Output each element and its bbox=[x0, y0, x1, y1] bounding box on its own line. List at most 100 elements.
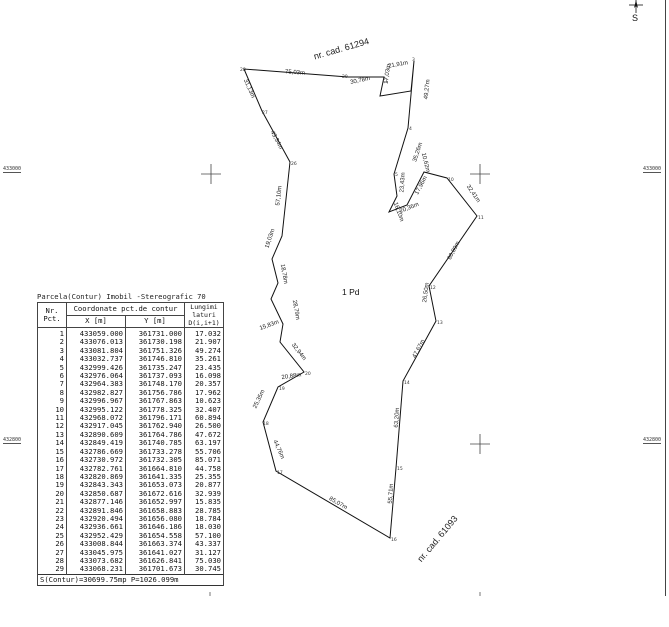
segment-length: 57,10m bbox=[275, 185, 283, 206]
y-coordinate: 361732.305 bbox=[124, 455, 186, 465]
side-length: 10.623 bbox=[184, 396, 224, 406]
vertex-18: 28 bbox=[240, 67, 246, 73]
y-coordinate: 361751.326 bbox=[124, 346, 186, 356]
side-length: 20.357 bbox=[184, 380, 224, 389]
segment-length: 32,41m bbox=[465, 184, 481, 204]
y-coordinate: 361762.940 bbox=[124, 422, 186, 431]
side-length: 55.706 bbox=[184, 447, 224, 457]
segment-length: 28,79m bbox=[291, 300, 300, 321]
y-coordinate: 361748.170 bbox=[124, 380, 186, 389]
point-number: 7 bbox=[37, 380, 67, 389]
y-coordinate: 361658.883 bbox=[124, 506, 186, 515]
side-length: 23.435 bbox=[184, 363, 224, 373]
point-number: 17 bbox=[37, 464, 67, 473]
side-length: 18.030 bbox=[184, 522, 224, 532]
point-number: 28 bbox=[37, 556, 67, 566]
side-length: 28.785 bbox=[184, 506, 224, 515]
vertex-14: 19 bbox=[279, 386, 285, 392]
y-coordinate: 361641.335 bbox=[124, 472, 186, 482]
point-number: 16 bbox=[37, 455, 67, 465]
y-coordinate: 361663.374 bbox=[124, 539, 186, 549]
side-length: 63.197 bbox=[184, 438, 224, 448]
vertex-1: 1 bbox=[385, 78, 388, 84]
vertex-19: 29 bbox=[342, 74, 348, 80]
point-number: 3 bbox=[37, 346, 67, 356]
table-title: Parcela(Contur) Imobil -Stereografic 70 bbox=[37, 292, 206, 301]
y-coordinate: 361701.673 bbox=[124, 565, 186, 575]
y-coordinate: 361767.863 bbox=[124, 396, 186, 406]
point-number: 5 bbox=[37, 363, 67, 373]
table-footer: S(Contur)=30699.75mp P=1026.099m bbox=[37, 573, 224, 586]
point-number: 8 bbox=[37, 388, 67, 398]
segment-length: 49,27m bbox=[424, 79, 432, 100]
side-length: 32.939 bbox=[184, 489, 224, 499]
segment-length: 17,03m bbox=[384, 64, 393, 85]
grid-cross bbox=[470, 434, 490, 454]
segment-length: 26,50m bbox=[422, 282, 431, 303]
vertex-11: 16 bbox=[391, 537, 397, 543]
point-number: 12 bbox=[37, 422, 67, 431]
segment-length: 31,13m bbox=[242, 78, 256, 99]
segment-length: 20,88m bbox=[281, 372, 302, 381]
grid-cross bbox=[470, 164, 490, 184]
vertex-10: 15 bbox=[397, 466, 403, 472]
point-number: 14 bbox=[37, 438, 67, 448]
grid-label: 433000 bbox=[3, 166, 22, 173]
point-number: 15 bbox=[37, 447, 67, 457]
parcel-boundary bbox=[243, 60, 478, 539]
side-length: 18.784 bbox=[184, 514, 224, 524]
side-length: 47.672 bbox=[184, 430, 224, 440]
segment-length: 63,20m bbox=[394, 407, 401, 427]
vertex-15: 20 bbox=[305, 371, 311, 377]
vertex-8: 13 bbox=[437, 320, 443, 326]
vertex-5: 10 bbox=[448, 177, 454, 183]
vertex-16: 26 bbox=[291, 161, 297, 167]
point-number: 9 bbox=[37, 396, 67, 406]
vertex-7: 12 bbox=[430, 285, 436, 291]
grid-label: 432800 bbox=[3, 437, 22, 444]
side-length: 31.127 bbox=[184, 548, 224, 557]
y-coordinate: 361730.198 bbox=[124, 337, 186, 347]
point-number: 22 bbox=[37, 506, 67, 515]
y-coordinate: 361652.997 bbox=[124, 497, 186, 507]
y-coordinate: 361626.841 bbox=[124, 556, 186, 566]
side-length: 16.098 bbox=[184, 371, 224, 381]
segment-length: 18,78m bbox=[279, 264, 288, 285]
segment-length: 19,03m bbox=[265, 228, 277, 249]
side-length: 35.261 bbox=[184, 354, 224, 364]
segment-length: 30,78m bbox=[350, 76, 371, 86]
header-nr: Nr. Pct. bbox=[37, 302, 67, 328]
vertex-2: 3 bbox=[412, 57, 415, 63]
y-coordinate: 361737.093 bbox=[124, 371, 186, 381]
point-number: 26 bbox=[37, 539, 67, 549]
header-length: Lungimi laturi D(i,i+1) bbox=[184, 302, 224, 328]
side-length: 17.032 bbox=[184, 327, 224, 339]
segment-length: 20,36m bbox=[399, 202, 420, 215]
point-number: 23 bbox=[37, 514, 67, 524]
cadastral-label-north: nr. cad. 61294 bbox=[313, 36, 371, 61]
point-number: 11 bbox=[37, 413, 67, 423]
header-y: Y [m] bbox=[124, 314, 186, 328]
segment-length: 60,89m bbox=[447, 241, 462, 261]
point-number: 6 bbox=[37, 371, 67, 381]
segment-length: 55,71m bbox=[388, 483, 395, 503]
y-coordinate: 361672.616 bbox=[124, 489, 186, 499]
